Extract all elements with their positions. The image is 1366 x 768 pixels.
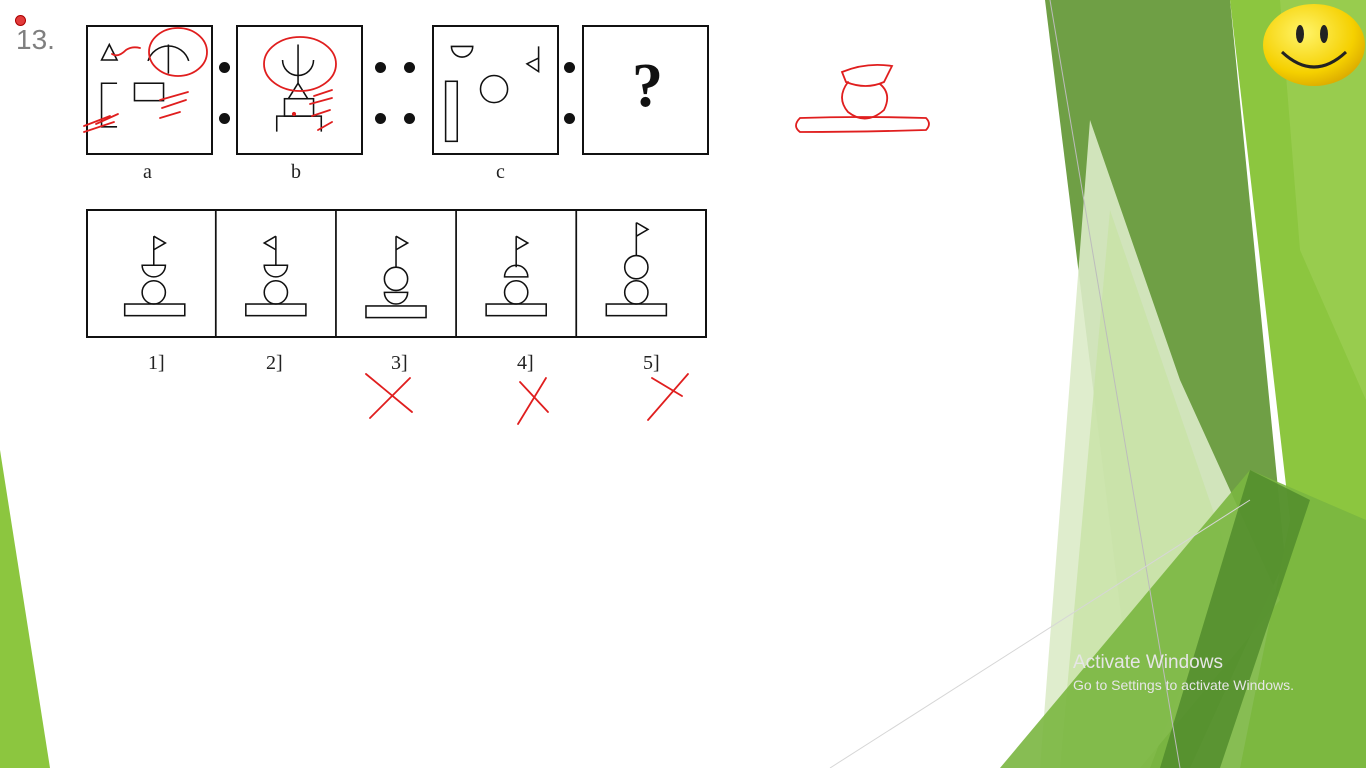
label-a: a <box>143 161 152 183</box>
answer-figures-drawing <box>123 211 668 336</box>
answer-label-4: 4] <box>517 352 534 374</box>
ratio-dot <box>219 62 230 73</box>
problem-figure-b <box>236 25 363 155</box>
figure-a-drawing <box>100 42 190 128</box>
ratio-dot <box>564 113 575 124</box>
problem-figure-a <box>86 25 213 155</box>
answer-label-1: 1] <box>148 352 165 374</box>
ratio-dot <box>219 113 230 124</box>
ratio-dot <box>564 62 575 73</box>
figure-b-drawing <box>275 44 323 132</box>
ratio-dot <box>375 113 386 124</box>
ratio-dot <box>404 62 415 73</box>
answer-figure-1 <box>123 235 186 317</box>
ratio-dot <box>404 113 415 124</box>
answer-figure-5 <box>605 221 668 317</box>
label-c: c <box>496 161 505 183</box>
activation-watermark-subtitle: Go to Settings to activate Windows. <box>1073 677 1294 693</box>
question-number: 13. <box>16 24 55 55</box>
problem-figure-c <box>432 25 559 155</box>
smiley-face-icon <box>1263 4 1365 86</box>
figure-c-drawing <box>444 45 540 143</box>
answer-strip <box>86 209 707 338</box>
answer-figure-2 <box>245 235 307 317</box>
answer-label-3: 3] <box>391 352 408 374</box>
activation-watermark-title: Activate Windows <box>1073 652 1223 673</box>
answer-figure-4 <box>485 235 547 317</box>
question-mark: ? <box>632 52 663 120</box>
label-b: b <box>291 161 301 183</box>
answer-label-2: 2] <box>266 352 283 374</box>
answer-figure-3 <box>365 235 427 319</box>
problem-figure-unknown: ? <box>582 25 709 155</box>
answer-label-5: 5] <box>643 352 660 374</box>
ratio-dot <box>375 62 386 73</box>
record-dot-icon <box>15 15 26 26</box>
